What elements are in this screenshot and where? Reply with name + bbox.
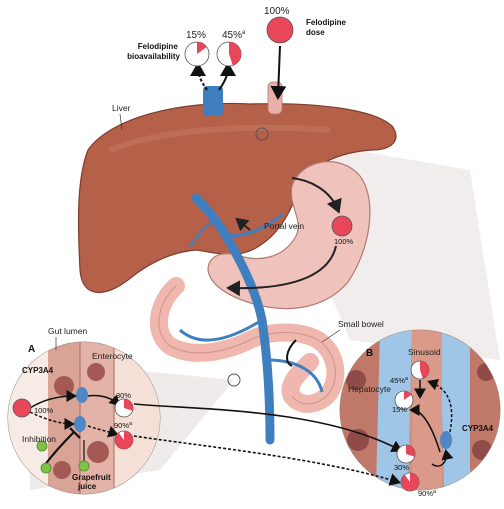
pie-stomach — [331, 215, 353, 237]
pie-top-right — [266, 16, 294, 44]
portal-vein-label: Portal vein — [264, 221, 304, 231]
a-pct-30: 30% — [116, 391, 131, 400]
b-pct-15: 15% — [392, 405, 407, 414]
pie-a-90 — [114, 430, 134, 450]
top-pct-right: 100% — [264, 6, 290, 17]
hepatocyte-label: Hepatocyte — [348, 384, 391, 394]
top-pct-left: 15% — [186, 30, 206, 41]
a-pct-90-sup: a — [129, 421, 133, 427]
esophagus — [267, 81, 283, 115]
zoom-marker-bowel — [227, 373, 241, 387]
pie-top-mid — [216, 41, 242, 67]
pie-b-90-slice — [401, 473, 420, 491]
pie-b-45 — [410, 360, 430, 380]
bioavailability-line1: Felodipine — [138, 42, 179, 51]
gut-lumen-label: Gut lumen — [48, 326, 87, 336]
pie-top-mid-slice — [229, 42, 242, 66]
liver-label: Liver — [112, 103, 131, 113]
dose-line1: Felodipine — [306, 18, 347, 27]
b-pct-45: 45%a — [390, 376, 409, 385]
a-pct-100: 100% — [34, 406, 54, 415]
pie-markers — [12, 16, 430, 492]
pie-a-90-slice — [114, 431, 133, 450]
a-pct-90-value: 90% — [114, 421, 129, 430]
cyp3a4-a-label: CYP3A4 — [22, 366, 54, 375]
pie-b-30-slice — [406, 445, 415, 457]
b-pct-90-value: 90% — [418, 489, 433, 498]
grapefruit-line1: Grapefruit — [72, 473, 111, 482]
pie-b-15 — [394, 390, 414, 410]
pie-a-input — [12, 398, 32, 418]
pie-b-15-slice — [404, 391, 412, 400]
pie-b-30 — [396, 444, 416, 464]
grapefruit-juice-label: Grapefruit juice — [72, 473, 113, 491]
dose-label: Felodipine dose — [306, 18, 348, 37]
b-pct-30: 30% — [394, 463, 409, 472]
a-pct-90: 90%a — [114, 421, 133, 430]
pie-a-30 — [114, 398, 134, 418]
top-pct-mid: 45%a — [222, 30, 246, 41]
enterocyte-label: Enterocyte — [92, 351, 133, 361]
pie-top-left-slice — [197, 42, 207, 54]
panel-b-label: B — [366, 348, 373, 359]
top-pct-mid-sup: a — [242, 30, 246, 36]
top-pct-mid-value: 45% — [222, 30, 242, 41]
pie-top-left — [184, 41, 210, 67]
zoom-marker-liver — [255, 127, 269, 141]
inhibition-label: Inhibition — [22, 434, 56, 444]
sinusoid-label: Sinusoid — [408, 347, 441, 357]
panel-a-enterocyte-detail — [7, 341, 161, 495]
hepatic-vein — [203, 86, 223, 116]
bioavailability-line2: bioavailability — [127, 52, 180, 61]
bioavailability-label: Felodipine bioavailability — [127, 42, 180, 61]
panel-a-label: A — [28, 344, 35, 355]
dose-line2: dose — [306, 28, 325, 37]
cyp3a4-b-label: CYP3A4 — [462, 424, 494, 433]
pie-b-90 — [400, 472, 420, 492]
b-pct-45-sup: a — [405, 376, 409, 382]
b-pct-90: 90%a — [418, 489, 437, 498]
stomach-pct: 100% — [334, 237, 354, 246]
pie-b-45-slice — [420, 361, 429, 379]
b-pct-90-sup: a — [433, 489, 437, 495]
pie-a-30-slice — [124, 399, 134, 411]
b-pct-45-value: 45% — [390, 376, 405, 385]
grapefruit-line2: juice — [77, 482, 97, 491]
small-bowel-label: Small bowel — [338, 319, 384, 329]
